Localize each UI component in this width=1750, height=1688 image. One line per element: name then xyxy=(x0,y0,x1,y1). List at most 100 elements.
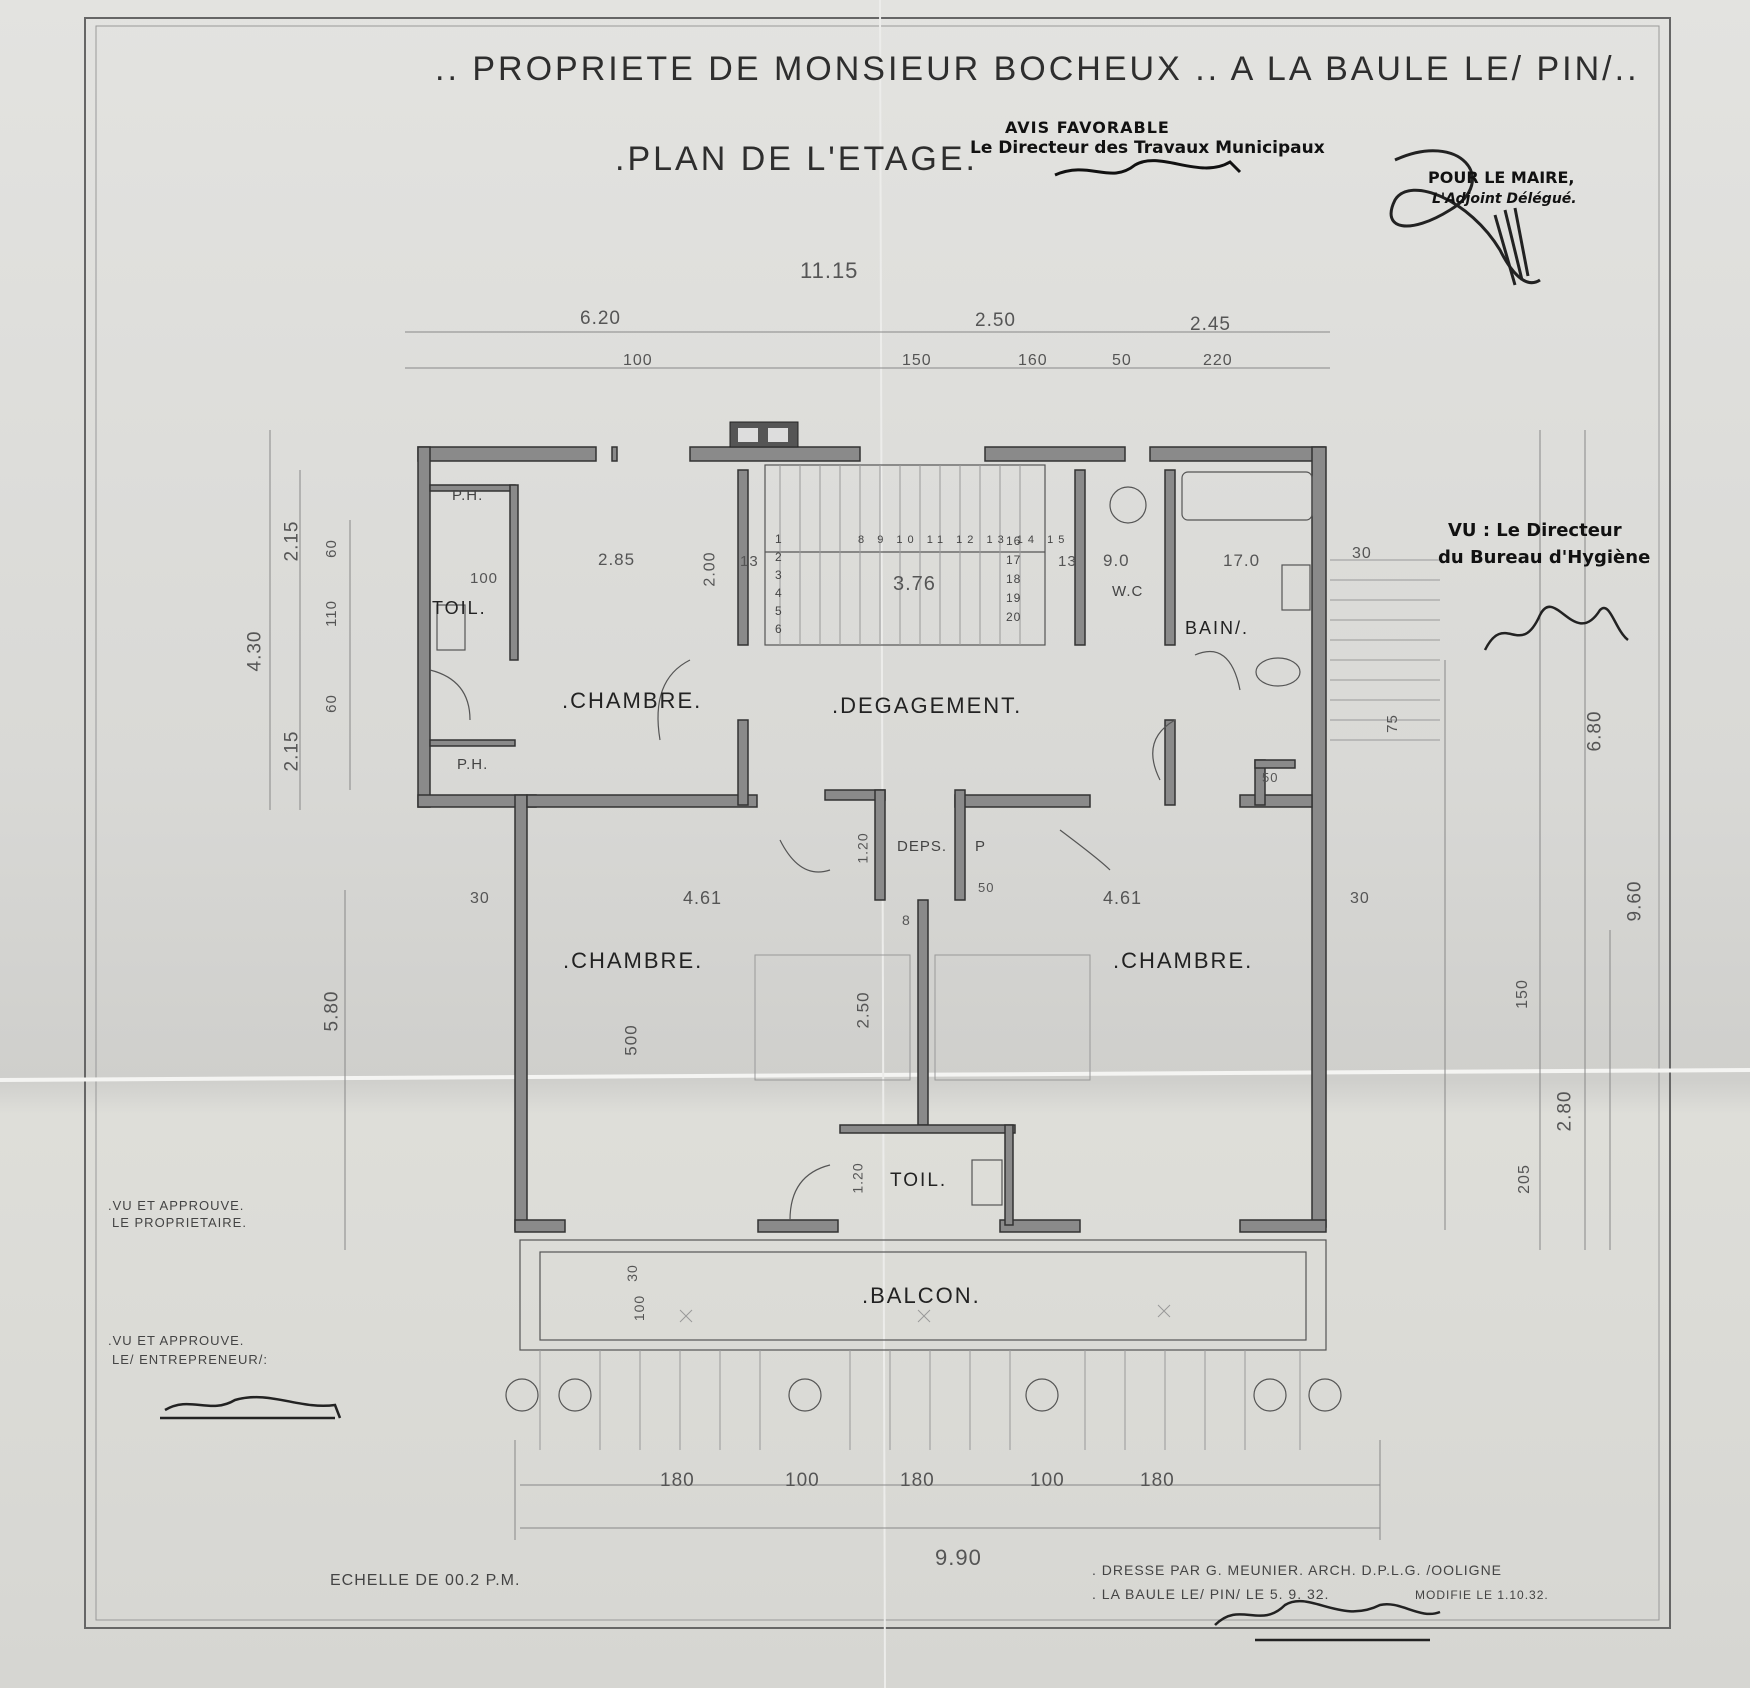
dim-200: 2.00 xyxy=(701,551,719,587)
dim-170: 17.0 xyxy=(1223,551,1261,570)
stair-number: 19 xyxy=(1006,591,1022,605)
dim-13b: 13 xyxy=(1058,553,1077,570)
dim-30b: 30 xyxy=(1350,890,1370,907)
dim-left-60a: 60 xyxy=(322,539,340,558)
staircase xyxy=(764,464,1046,646)
dim-sub3: 160 xyxy=(1018,352,1048,369)
dim-30d: 30 xyxy=(1352,545,1372,562)
dim-90: 9.0 xyxy=(1103,551,1130,570)
balcony-posts xyxy=(505,1350,1342,1450)
mayor-seal-drawing xyxy=(1389,149,1541,286)
room-wc: W.C xyxy=(1112,583,1144,600)
dim-100: 100 xyxy=(470,570,499,587)
dim-right-150: 150 xyxy=(1513,979,1531,1009)
travaux-stamp: Le Directeur des Travaux Municipaux xyxy=(970,138,1325,158)
dim-left-a: 2.15 xyxy=(281,520,303,562)
washbasin-south xyxy=(971,1159,1003,1206)
dim-250: 2.50 xyxy=(853,991,873,1029)
balcony-structure xyxy=(519,1239,1327,1351)
dim-left-b: 2.15 xyxy=(281,730,303,772)
dim-left-110: 110 xyxy=(322,600,340,627)
dim-bottom-180c: 180 xyxy=(1140,1470,1175,1491)
dim-right-205: 205 xyxy=(1515,1164,1533,1194)
dim-8: 8 xyxy=(902,912,911,928)
dim-50a: 50 xyxy=(978,880,995,895)
stair-number: 3 xyxy=(775,568,783,582)
stair-number: 13 xyxy=(986,534,1009,546)
dim-120b: 1.20 xyxy=(849,1162,866,1194)
bidet xyxy=(1255,657,1301,687)
dim-bottom-180b: 180 xyxy=(900,1470,935,1491)
bed-sw xyxy=(754,954,911,1081)
room-degagement: .DEGAGEMENT. xyxy=(832,693,1023,718)
stair-number: 17 xyxy=(1006,553,1022,567)
room-balcon: .BALCON. xyxy=(862,1283,981,1308)
room-chambre-sw: .CHAMBRE. xyxy=(563,948,704,973)
room-ph-top: P.H. xyxy=(452,487,484,504)
hygiene-signature xyxy=(1483,605,1629,651)
wc-bowl xyxy=(1109,486,1147,524)
stair-number: 8 xyxy=(858,534,870,546)
room-toil-south: TOIL. xyxy=(890,1170,948,1191)
stair-numbers-right: 16 17 18 19 20 xyxy=(1006,532,1028,627)
sheet-border xyxy=(84,17,1671,1629)
dim-left-lower: 5.80 xyxy=(321,990,343,1032)
dim-376: 3.76 xyxy=(893,573,936,595)
dim-bottom-100a: 100 xyxy=(785,1470,820,1491)
dim-right-960: 9.60 xyxy=(1624,880,1646,922)
dim-30a: 30 xyxy=(470,890,490,907)
note-echelle: ECHELLE DE 00.2 P.M. xyxy=(330,1572,521,1589)
dim-total-top: 11.15 xyxy=(800,258,859,283)
terrace-hatch xyxy=(1330,559,1440,741)
fold-line xyxy=(0,1068,1750,1082)
dim-50b: 50 xyxy=(1262,770,1279,785)
washbasin-bath xyxy=(1281,564,1311,611)
travaux-signature xyxy=(1054,159,1242,177)
door-swings xyxy=(429,650,1241,1221)
dim-sub2: 150 xyxy=(902,352,932,369)
dim-left-60b: 60 xyxy=(322,694,340,713)
washbasin-west xyxy=(436,604,466,651)
dim-285: 2.85 xyxy=(598,550,636,569)
maire-stamp-line2: L'Adjoint Délégué. xyxy=(1432,191,1577,207)
stair-number: 5 xyxy=(775,604,783,618)
stair-number: 15 xyxy=(1047,534,1070,546)
room-deps: DEPS. xyxy=(897,838,948,855)
stair-number: 2 xyxy=(775,550,783,564)
dim-13a: 13 xyxy=(740,553,759,570)
maire-stamp-line1: POUR LE MAIRE, xyxy=(1428,168,1575,187)
architect-signature xyxy=(1214,1599,1441,1642)
note-vu-entrepreneur-1: .VU ET APPROUVE. xyxy=(108,1333,245,1348)
dim-seg1: 6.20 xyxy=(580,308,621,329)
room-chambre-se: .CHAMBRE. xyxy=(1113,948,1254,973)
stair-number: 14 xyxy=(1016,534,1040,546)
stair-number: 18 xyxy=(1006,572,1022,586)
dim-seg2: 2.50 xyxy=(975,310,1016,331)
stair-number: 20 xyxy=(1006,610,1022,624)
hygiene-stamp-line2: du Bureau d'Hygiène xyxy=(1438,547,1651,568)
note-architect-1: . DRESSE PAR G. MEUNIER. ARCH. D.P.L.G. … xyxy=(1092,1562,1503,1578)
dim-left-total: 4.30 xyxy=(244,630,266,672)
dim-sub1: 100 xyxy=(623,352,653,369)
bed-se xyxy=(934,954,1091,1081)
stair-numbers-left: 1 2 3 4 5 6 xyxy=(775,530,789,638)
dim-bottom-100b: 100 xyxy=(1030,1470,1065,1491)
title-line-2: .PLAN DE L'ETAGE. xyxy=(615,140,978,178)
dim-500: 500 xyxy=(621,1024,641,1056)
stair-number: 16 xyxy=(1006,534,1022,548)
stair-number: 1 xyxy=(775,532,783,546)
dim-sub4: 50 xyxy=(1112,352,1132,369)
note-modified: MODIFIE LE 1.10.32. xyxy=(1415,1588,1549,1602)
title-line-1: .. PROPRIETE DE MONSIEUR BOCHEUX .. A LA… xyxy=(435,50,1640,88)
dimension-lines xyxy=(269,331,1611,1540)
note-vu-proprietaire-2: LE PROPRIETAIRE. xyxy=(112,1215,247,1230)
dim-30c: 30 xyxy=(623,1264,640,1282)
dim-right-75: 75 xyxy=(1383,714,1401,733)
stair-number: 4 xyxy=(775,586,783,600)
dim-right-280: 2.80 xyxy=(1554,1090,1576,1132)
dim-right-680: 6.80 xyxy=(1584,710,1606,752)
stair-numbers: 8 9 10 11 12 13 14 15 xyxy=(858,534,1069,546)
stair-number: 6 xyxy=(775,622,783,636)
